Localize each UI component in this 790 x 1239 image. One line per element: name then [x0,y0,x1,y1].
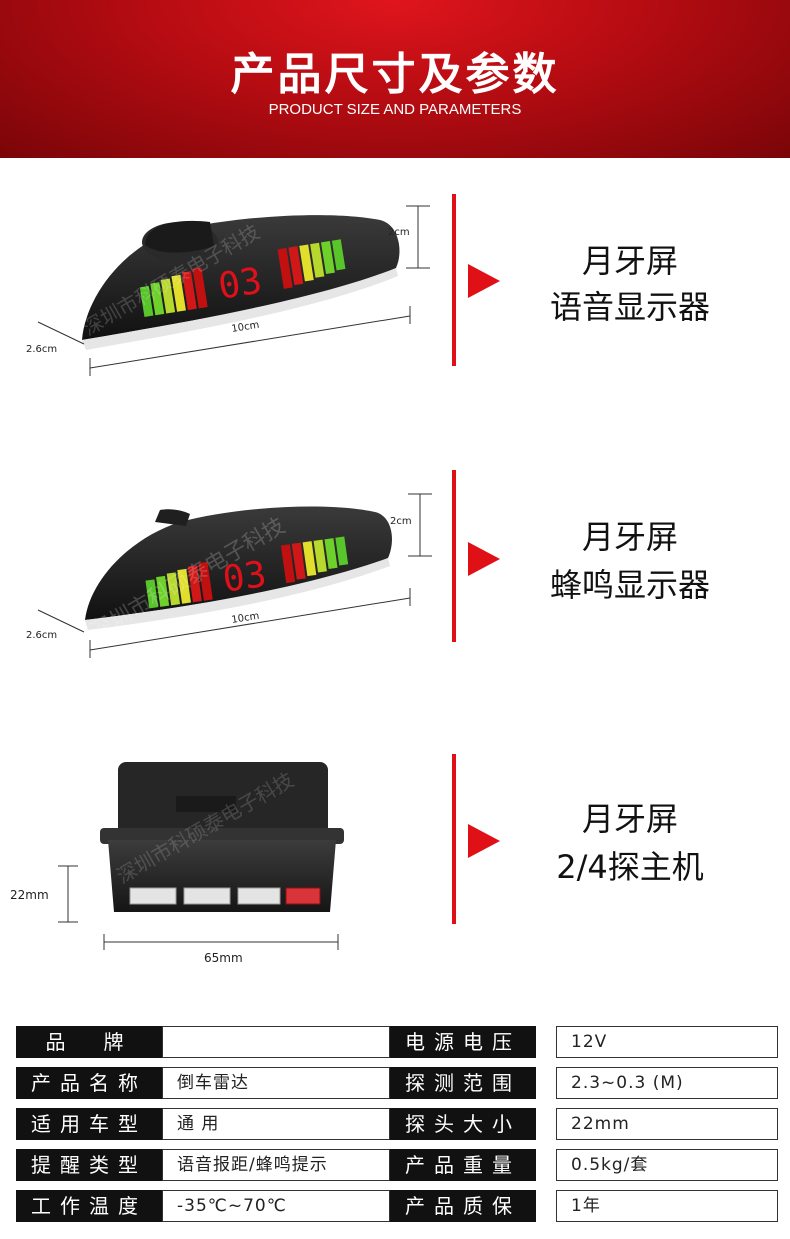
spec-label: 探测范围 [390,1067,536,1099]
page-subtitle: PRODUCT SIZE AND PARAMETERS [268,101,522,118]
spec-value: 12V [556,1026,778,1058]
spec-label: 适用车型 [16,1108,162,1140]
spec-label: 产品名称 [16,1067,162,1099]
header-banner: 产品尺寸及参数 PRODUCT SIZE AND PARAMETERS [0,0,790,158]
display-image-voice: 03 2cm 10cm 2.6cm 深圳市科硕泰电子科技 [26,205,430,376]
divider-bar [452,470,456,642]
spec-label: 工作温度 [16,1190,162,1222]
spec-label: 产品质保 [390,1190,536,1222]
arrow-right-icon [468,542,500,576]
spec-row: 工作温度 -35℃~70℃ 产品质保 1年 [16,1190,778,1222]
arrow-right-icon [468,824,500,858]
product-name-line2: 蜂鸣显示器 [549,566,710,604]
product-name-line1: 月牙屏 [581,800,678,838]
spec-label: 品 牌 [16,1026,162,1058]
product-name-line2: 语音显示器 [549,288,710,326]
dim-width: 10cm [231,611,260,626]
product-section-3: 22mm 65mm 深圳市科硕泰电子科技 月牙屏 2/4探主机 [0,752,790,972]
product-section-2: 03 2cm 10cm 2.6cm 深圳市科硕泰电子科技 月牙屏 蜂鸣显示器 [0,470,790,660]
display-image-buzzer: 03 2cm 10cm 2.6cm 深圳市科硕泰电子科技 [26,493,432,658]
host-box-image: 22mm 65mm 深圳市科硕泰电子科技 [10,762,344,965]
spec-row: 提醒类型 语音报距/蜂鸣提示 产品重量 0.5kg/套 [16,1149,778,1181]
arrow-right-icon [468,264,500,298]
product-name-line1: 月牙屏 [581,242,678,280]
spec-value: 语音报距/蜂鸣提示 [162,1149,390,1181]
spec-label: 电源电压 [390,1026,536,1058]
spec-label: 产品重量 [390,1149,536,1181]
divider-bar [452,194,456,366]
spec-row: 产品名称 倒车雷达 探测范围 2.3~0.3 (M) [16,1067,778,1099]
display-digits: 03 [216,260,265,307]
spec-row: 适用车型 通 用 探头大小 22mm [16,1108,778,1140]
dim-depth: 2.6cm [26,344,57,355]
spec-label: 探头大小 [390,1108,536,1140]
spec-value: 22mm [556,1108,778,1140]
spec-row: 品 牌 电源电压 12V [16,1026,778,1058]
dim-width: 10cm [231,320,260,335]
product-name-line1: 月牙屏 [581,518,678,556]
spec-value: 通 用 [162,1108,390,1140]
spec-value: 1年 [556,1190,778,1222]
spec-value: 0.5kg/套 [556,1149,778,1181]
spec-value [162,1026,390,1058]
dim-height: 2cm [390,516,412,527]
spec-value: 倒车雷达 [162,1067,390,1099]
dim-depth: 2.6cm [26,630,57,641]
spec-value: 2.3~0.3 (M) [556,1067,778,1099]
dim-width: 65mm [204,951,243,965]
product-name-line2: 2/4探主机 [556,848,704,886]
dim-height: 2cm [388,227,410,238]
product-section-1: 03 2cm 10cm 2.6cm 深圳市科硕泰电子科技 月牙屏 语音显示器 [0,190,790,380]
page-title: 产品尺寸及参数 [230,49,560,100]
spec-value: -35℃~70℃ [162,1190,390,1222]
dim-height: 22mm [10,888,49,902]
divider-bar [452,754,456,924]
spec-label: 提醒类型 [16,1149,162,1181]
display-digits: 03 [220,554,269,601]
